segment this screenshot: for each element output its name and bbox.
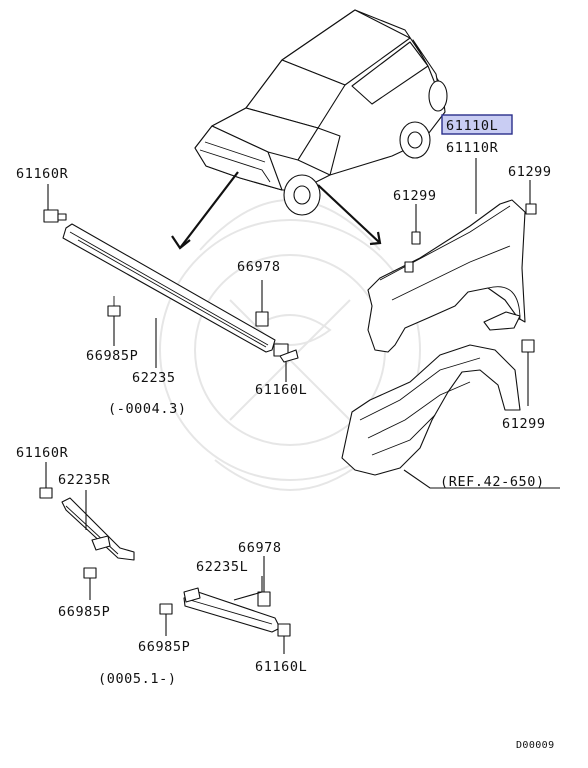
- label-62235L[interactable]: 62235L: [196, 559, 248, 575]
- vehicle-overview: [194, 9, 448, 216]
- label-61110R[interactable]: 61110R: [446, 140, 499, 156]
- label-ref-42-650[interactable]: (REF.42-650): [440, 474, 545, 490]
- label-66985P-lower[interactable]: 66985P: [138, 639, 190, 655]
- highlighted-part-box: [441, 114, 513, 135]
- grille-molding-left: [159, 587, 291, 637]
- label-61160R-upper[interactable]: 61160R: [16, 166, 69, 182]
- label-62235[interactable]: 62235: [132, 370, 176, 386]
- label-61299-right[interactable]: 61299: [508, 164, 552, 180]
- label-66978-upper[interactable]: 66978: [237, 259, 281, 275]
- pointer-arrows: [171, 171, 382, 250]
- label-62235R[interactable]: 62235R: [58, 472, 111, 488]
- label-date-range-lower: (0005.1-): [98, 671, 177, 687]
- label-66985P-upper[interactable]: 66985P: [86, 348, 138, 364]
- grille-molding-right: [39, 487, 135, 579]
- diagram-code: D00009: [516, 740, 555, 751]
- grille-molding-upper: [43, 209, 299, 363]
- label-61160L-lower[interactable]: 61160L: [255, 659, 307, 675]
- label-61160L-upper[interactable]: 61160L: [255, 382, 307, 398]
- label-61160R-lower[interactable]: 61160R: [16, 445, 69, 461]
- label-61299-top[interactable]: 61299: [393, 188, 437, 204]
- leader-lines: [45, 158, 560, 654]
- label-66978-lower[interactable]: 66978: [238, 540, 282, 556]
- fender-part: [367, 199, 526, 353]
- label-61110L[interactable]: 61110L: [446, 118, 498, 134]
- label-66985P-lower-left[interactable]: 66985P: [58, 604, 110, 620]
- label-61299-bottom[interactable]: 61299: [502, 416, 546, 432]
- label-date-range-upper: (-0004.3): [108, 401, 187, 417]
- inner-fender-liner: [341, 344, 521, 476]
